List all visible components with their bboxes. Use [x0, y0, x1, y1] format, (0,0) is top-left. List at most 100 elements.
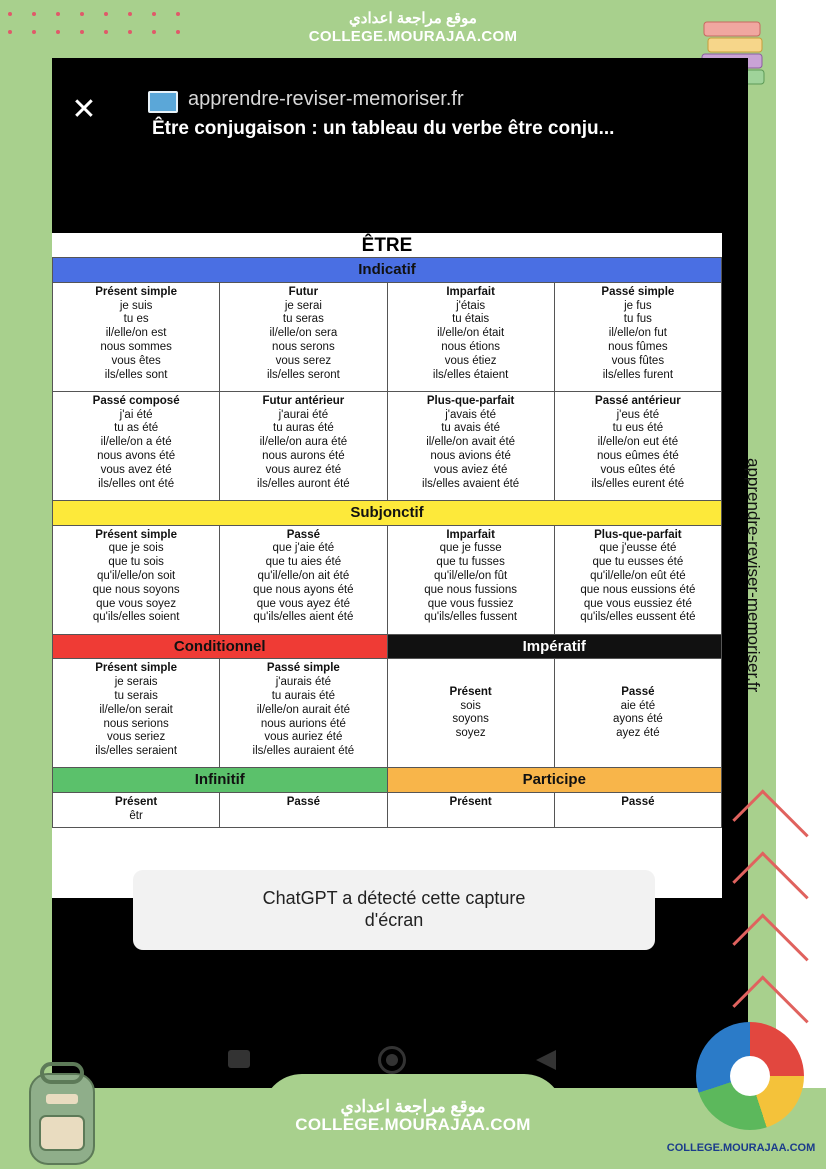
page-title: Être conjugaison : un tableau du verbe ê…: [152, 118, 615, 139]
conjugated-form: que je fusse: [439, 542, 502, 555]
conjugated-form: nous serons: [272, 340, 335, 353]
tense-title: Passé simple: [266, 662, 340, 675]
conjugated-form: que vous soyez: [96, 597, 177, 610]
conjugated-form: tu seras: [282, 313, 324, 326]
conjugated-form: j'étais: [456, 299, 486, 312]
conjugated-form: que tu aies été: [265, 556, 342, 569]
mode-header-subjonctif: Subjonctif: [52, 499, 722, 526]
tense-title: Imparfait: [446, 285, 495, 298]
conjugated-form: aie été: [620, 699, 656, 712]
conjugated-form: nous eûmes été: [596, 449, 679, 462]
conjugated-form: j'eus été: [616, 408, 660, 421]
conjugated-form: vous serez: [275, 354, 332, 367]
toast-line-2: d'écran: [364, 910, 424, 930]
conjugated-form: que nous fussions: [424, 583, 517, 596]
conjugated-form: ayons été: [612, 713, 663, 726]
tense-title: Passé: [286, 796, 320, 809]
conjugated-form: ils/elles eurent été: [591, 477, 685, 490]
conjugated-form: je fus: [624, 299, 652, 312]
nav-back-icon[interactable]: [536, 1050, 556, 1070]
conjugated-form: que vous ayez été: [256, 597, 351, 610]
conjugated-form: que je sois: [108, 542, 164, 555]
mode-header-imperatif: Impératif: [386, 633, 722, 660]
conjugated-form: tu es: [123, 313, 149, 326]
conjugated-form: j'ai été: [119, 408, 153, 421]
conjugated-form: qu'ils/elles fussent: [424, 611, 518, 624]
conjugated-form: nous sommes: [100, 340, 172, 353]
conjugated-form: il/elle/on est: [105, 327, 167, 340]
conjugated-form: vous êtes: [111, 354, 161, 367]
conjugated-form: vous eûtes été: [600, 463, 676, 476]
mode-header-infinitif: Infinitif: [52, 767, 388, 794]
conjugated-form: nous avions été: [430, 449, 511, 462]
conjugated-form: qu'ils/elles eussent été: [580, 611, 696, 624]
site-name-latin: COLLEGE.MOURAJAA.COM: [295, 1115, 531, 1134]
tense-title: Passé: [621, 796, 655, 809]
android-nav-bar: [52, 1046, 748, 1074]
conjugated-form: vous étiez: [444, 354, 497, 367]
tense-title: Présent: [449, 685, 492, 698]
nav-home-icon[interactable]: [378, 1046, 406, 1074]
conjugated-form: ils/elles ont été: [98, 477, 175, 490]
conjugated-form: que tu fusses: [436, 556, 505, 569]
tense-cell: Passé: [219, 792, 388, 828]
conjugated-form: vous aurez été: [265, 463, 342, 476]
tense-title: Passé: [621, 685, 655, 698]
page-url: apprendre-reviser-memoriser.fr: [188, 88, 464, 110]
conjugated-form: tu auras été: [273, 422, 334, 435]
conjugated-form: que nous soyons: [92, 583, 180, 596]
tense-title: Présent simple: [95, 285, 178, 298]
conjugated-form: ils/elles auront été: [257, 477, 350, 490]
conjugated-form: vous auriez été: [264, 731, 343, 744]
conjugated-form: j'aurai été: [278, 408, 329, 421]
conjugated-form: il/elle/on fut: [608, 327, 667, 340]
conjugated-form: tu as été: [114, 422, 159, 435]
screenshot-toast[interactable]: ChatGPT a détecté cette capture d'écran: [133, 870, 655, 950]
conjugated-form: ayez été: [616, 727, 660, 740]
tense-title: Futur antérieur: [262, 394, 345, 407]
conjugated-form: tu eus été: [612, 422, 664, 435]
tense-title: Futur: [288, 285, 319, 298]
mode-header-indicatif: Indicatif: [52, 257, 722, 283]
tense-title: Présent simple: [95, 528, 178, 541]
conjugated-form: il/elle/on avait été: [426, 436, 516, 449]
conjugated-form: j'aurais été: [275, 676, 331, 689]
conjugated-form: soyez: [455, 727, 486, 740]
conjugated-form: vous fûtes: [611, 354, 665, 367]
mode-header-conditionnel: Conditionnel: [52, 633, 388, 660]
nav-recents-icon[interactable]: [228, 1050, 250, 1068]
conjugated-form: il/elle/on aurait été: [256, 703, 351, 716]
logo-caption: COLLEGE.MOURAJAA.COM: [666, 1142, 816, 1154]
conjugated-form: ils/elles avaient été: [422, 477, 520, 490]
site-banner-bottom: موقع مراجعة اعدادي COLLEGE.MOURAJAA.COM: [262, 1074, 564, 1169]
conjugated-form: il/elle/on était: [437, 327, 505, 340]
conjugated-form: tu étais: [452, 313, 490, 326]
tense-title: Passé simple: [601, 285, 675, 298]
conjugated-form: que nous ayons été: [253, 583, 354, 596]
conjugated-form: j'avais été: [445, 408, 497, 421]
conjugated-form: sois: [460, 699, 481, 712]
conjugated-form: tu serais: [114, 689, 158, 702]
conjugated-form: il/elle/on eut été: [597, 436, 679, 449]
tense-title: Plus-que-parfait: [594, 528, 682, 541]
conjugated-form: tu aurais été: [271, 689, 336, 702]
conjugated-form: il/elle/on a été: [100, 436, 172, 449]
close-icon[interactable]: ✕: [71, 93, 97, 126]
conjugated-form: qu'il/elle/on soit: [96, 569, 176, 582]
conjugated-form: nous aurons été: [262, 449, 345, 462]
conjugated-form: il/elle/on sera: [269, 327, 338, 340]
tense-title: Imparfait: [446, 528, 495, 541]
conjugated-form: qu'ils/elles aient été: [253, 611, 354, 624]
